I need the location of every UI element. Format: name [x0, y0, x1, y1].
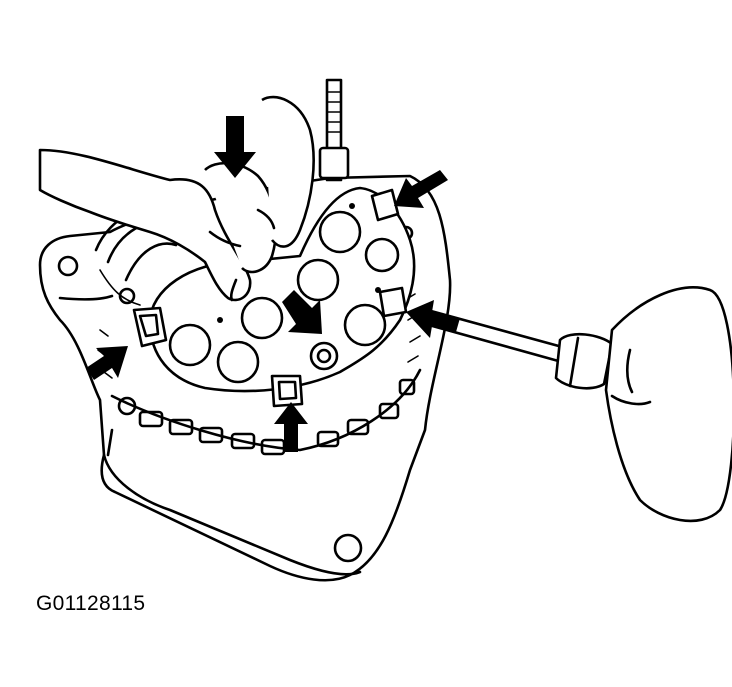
hand-right [604, 286, 732, 523]
arrow-icon [214, 116, 256, 178]
hand [38, 95, 315, 302]
arrows [86, 116, 460, 452]
arrow-icon [406, 300, 460, 338]
rectifier-claws [132, 188, 408, 408]
arrow-icon [394, 170, 448, 208]
arrow-icon [282, 290, 322, 334]
figure-code: G01128115 [36, 592, 146, 615]
arrow-icon [86, 346, 128, 380]
arrow-icon [274, 402, 308, 452]
